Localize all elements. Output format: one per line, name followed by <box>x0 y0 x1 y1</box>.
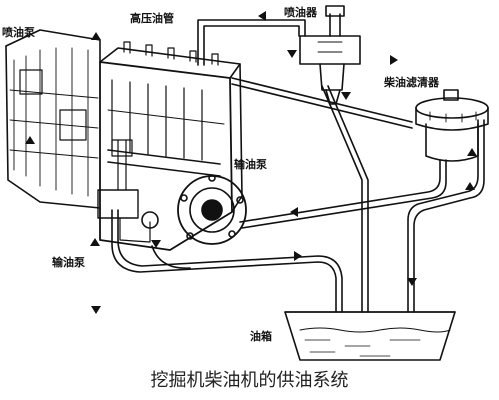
arrow-right-icon <box>294 251 302 261</box>
arrow-down-icon <box>341 92 351 100</box>
arrow-up-icon <box>467 148 477 156</box>
label-injector: 喷油器 <box>284 6 317 19</box>
label-high-pressure-pipe: 高压油管 <box>130 12 174 25</box>
label-fuel-tank: 油箱 <box>250 330 272 343</box>
arrow-down-icon <box>151 240 161 248</box>
arrow-right-icon <box>390 55 398 65</box>
arrow-down-icon <box>287 50 297 58</box>
arrow-up-icon <box>90 238 100 246</box>
fuel-tank <box>284 311 456 361</box>
arrow-left-icon <box>290 207 298 217</box>
arrow-down-icon <box>407 278 417 286</box>
injection-pump-body <box>5 29 247 251</box>
fuel-pipes <box>111 19 485 313</box>
flow-arrows <box>25 11 477 314</box>
arrow-up-icon <box>91 32 101 40</box>
label-injector-pump: 喷油泵 <box>2 26 35 39</box>
injector <box>299 5 361 105</box>
label-fuel-filter: 柴油滤清器 <box>384 76 439 89</box>
arrow-left-icon <box>258 11 266 21</box>
arrow-down-icon <box>91 306 101 314</box>
arrow-up-icon <box>25 136 35 144</box>
arrow-up-icon <box>465 182 475 190</box>
label-supply-pump-left: 输油泵 <box>52 256 85 269</box>
label-supply-pump-right: 输油泵 <box>234 158 267 171</box>
figure-caption: 挖掘机柴油机的供油系统 <box>150 370 349 391</box>
fuel-filter <box>415 89 489 162</box>
